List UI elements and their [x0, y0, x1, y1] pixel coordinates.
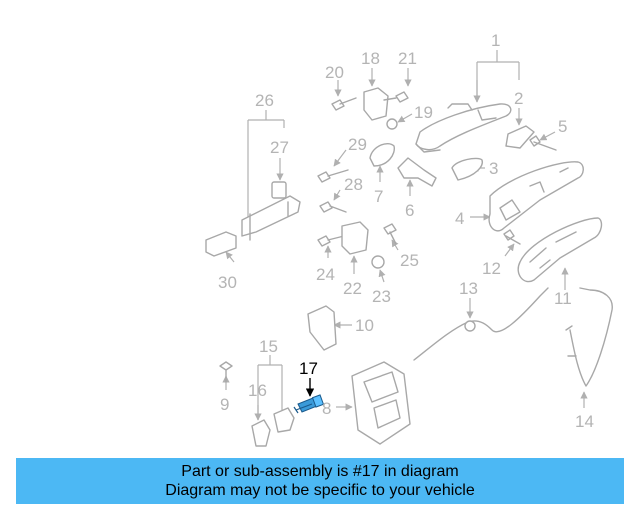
part-label-22: 22 — [343, 279, 362, 298]
highlighted-part-17[interactable] — [293, 378, 325, 414]
part-label-2: 2 — [514, 89, 523, 108]
part-label-7: 7 — [374, 187, 383, 206]
part-label-24: 24 — [316, 265, 335, 284]
part-labels: 1 2 3 4 5 6 7 8 9 10 11 12 13 14 15 16 1… — [218, 31, 594, 431]
part-label-14: 14 — [575, 412, 594, 431]
part-label-19: 19 — [414, 103, 433, 122]
info-banner: Part or sub-assembly is #17 in diagram D… — [16, 458, 624, 504]
part-label-1: 1 — [491, 31, 500, 50]
part-label-4: 4 — [455, 209, 464, 228]
part-drawings — [205, 87, 613, 447]
part-label-15: 15 — [259, 337, 278, 356]
part-label-9: 9 — [220, 395, 229, 414]
banner-line-1: Part or sub-assembly is #17 in diagram — [181, 463, 459, 480]
part-label-5: 5 — [558, 117, 567, 136]
part-label-26: 26 — [255, 91, 274, 110]
part-label-23: 23 — [372, 287, 391, 306]
part-label-16: 16 — [248, 381, 267, 400]
part-label-10: 10 — [355, 316, 374, 335]
part-label-30: 30 — [218, 273, 237, 292]
part-label-8: 8 — [322, 399, 331, 418]
part-label-28: 28 — [344, 175, 363, 194]
banner-line-2: Diagram may not be specific to your vehi… — [165, 482, 475, 499]
part-label-12: 12 — [482, 259, 501, 278]
part-label-18: 18 — [361, 49, 380, 68]
part-label-21: 21 — [398, 49, 417, 68]
leader-lines — [222, 50, 588, 421]
part-label-17: 17 — [299, 359, 318, 378]
part-label-3: 3 — [489, 159, 498, 178]
part-label-6: 6 — [405, 201, 414, 220]
part-label-27: 27 — [270, 138, 289, 157]
part-label-29: 29 — [348, 135, 367, 154]
part-label-13: 13 — [459, 279, 478, 298]
part-label-25: 25 — [400, 251, 419, 270]
part-label-11: 11 — [554, 289, 572, 308]
part-label-20: 20 — [325, 63, 344, 82]
